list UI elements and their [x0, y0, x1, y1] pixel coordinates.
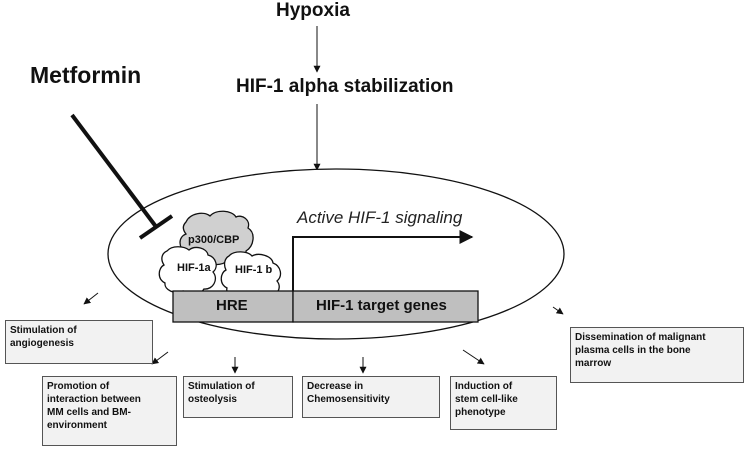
effect-chemosensitivity-box: Decrease in Chemosensitivity [302, 376, 440, 418]
active-signaling-arrow [292, 230, 474, 291]
effect-text-line: Dissemination of malignant [575, 332, 706, 343]
arrow-to-angiogenesis [83, 292, 99, 305]
effect-text-line: angiogenesis [10, 338, 74, 349]
hre-label: HRE [216, 297, 248, 314]
hif1a-label: HIF-1a [177, 262, 211, 274]
effect-text-line: Chemosensitivity [307, 394, 390, 405]
effect-text-line: phenotype [455, 407, 506, 418]
effect-stemcell-box: Induction of stem cell-like phenotype [450, 376, 557, 430]
active-signaling-label: Active HIF-1 signaling [297, 208, 463, 227]
effect-text-line: Induction of [455, 381, 513, 392]
effect-text-line: environment [47, 420, 108, 431]
effect-text-line: MM cells and BM- [47, 407, 131, 418]
metformin-label: Metformin [30, 62, 142, 88]
effect-text-line: Stimulation of [188, 381, 255, 392]
effect-text-line: stem cell-like [455, 394, 518, 405]
hif1a-blob [158, 246, 217, 296]
arrow-to-interaction [151, 351, 169, 365]
effect-text-line: interaction between [47, 394, 141, 405]
effect-text-line: Stimulation of [10, 325, 77, 336]
effect-text-line: marrow [575, 358, 612, 369]
effect-dissemination-box: Dissemination of malignant plasma cells … [570, 327, 744, 383]
arrow-to-dissemination [552, 306, 564, 315]
hre-bar [172, 290, 294, 323]
effect-text-line: osteolysis [188, 394, 237, 405]
target-genes-bar [292, 290, 479, 323]
effect-text-line: Promotion of [47, 381, 110, 392]
p300-cbp-label: p300/CBP [188, 234, 240, 246]
effect-text-line: Decrease in [307, 381, 364, 392]
hif1-stabilization-label: HIF-1 alpha stabilization [236, 76, 454, 97]
effect-osteolysis-box: Stimulation of osteolysis [183, 376, 293, 418]
hif1b-label: HIF-1 b [235, 264, 273, 276]
effect-angiogenesis-box: Stimulation of angiogenesis [5, 320, 153, 364]
target-genes-label: HIF-1 target genes [316, 297, 447, 314]
metformin-inhibition-bar [138, 214, 174, 240]
arrow-to-stemcell [462, 349, 485, 365]
effect-text-line: plasma cells in the bone [575, 345, 691, 356]
hypoxia-label: Hypoxia [276, 0, 350, 21]
metformin-inhibition-line [70, 113, 159, 230]
effect-interaction-box: Promotion of interaction between MM cell… [42, 376, 177, 446]
